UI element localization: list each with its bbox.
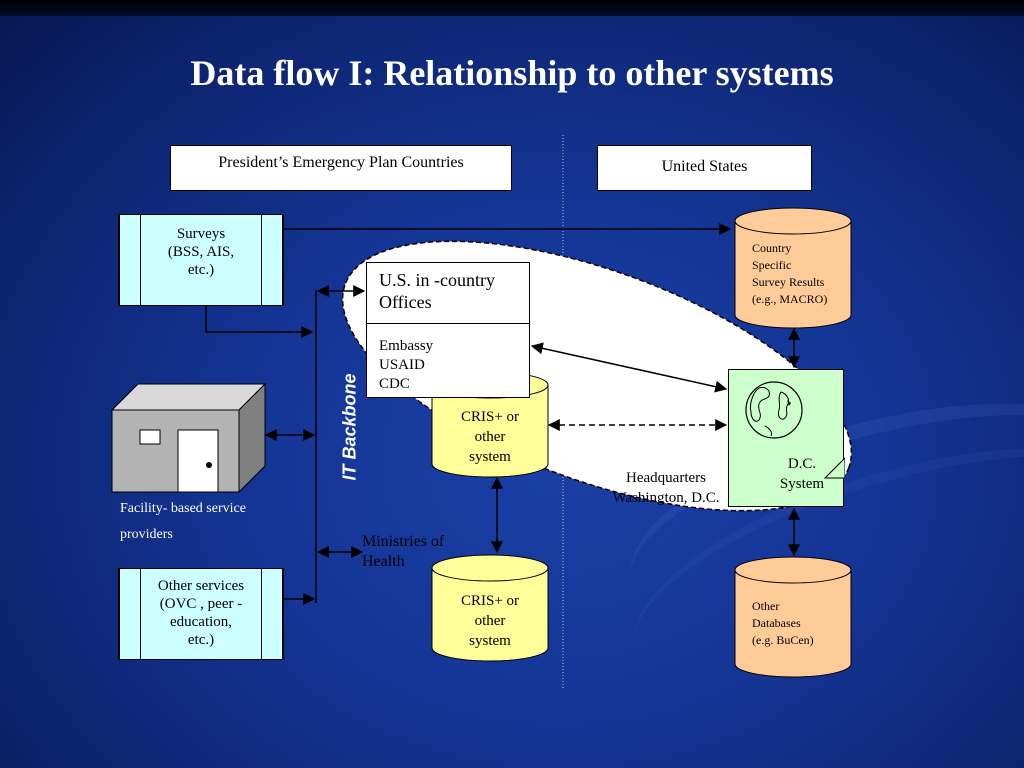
ministries-line2: Health [362, 553, 405, 570]
surveys-to-backbone [205, 306, 314, 338]
cris-bottom-line1: CRIS+ or [460, 593, 520, 609]
country-results-cylinder [734, 207, 852, 329]
surveys-line2: (BSS, AIS, [167, 244, 235, 260]
top-bar [0, 0, 1024, 16]
other-databases-line3: (e.g. BuCen) [752, 633, 814, 647]
office-embassy: Embassy [379, 338, 434, 354]
cris-top-line2: other [474, 429, 506, 445]
office-cdc: CDC [379, 376, 410, 392]
doc-bar-left [119, 569, 141, 659]
surveys-line3: etc.) [187, 262, 215, 278]
other-databases-cylinder [734, 556, 852, 678]
country-results-line3: Survey Results [752, 275, 825, 289]
other-databases-text: Other Databases (e.g. BuCen) [752, 598, 814, 649]
dc-system-line1: D.C. [787, 456, 817, 472]
country-results-line2: Specific [752, 258, 792, 272]
dc-system-label: D.C. System [769, 454, 835, 494]
headquarters-label: Headquarters Washington, D.C. [600, 468, 732, 508]
offices-title-line1: U.S. in -country [379, 270, 495, 290]
other-databases-line2: Databases [752, 616, 801, 630]
doc-bar-right [261, 569, 283, 659]
header-pepfar-countries: President’s Emergency Plan Countries [170, 145, 512, 191]
dc-system-line2: System [779, 476, 825, 492]
ministries-label: Ministries of Health [362, 532, 444, 572]
other-services-box: Other services (OVC , peer - education, … [118, 568, 284, 660]
facility-label: Facility- based service providers [120, 501, 246, 542]
slide-title: Data flow I: Relationship to other syste… [190, 53, 834, 93]
cris-top-line3: system [469, 449, 511, 465]
surveys-box: Surveys (BSS, AIS, etc.) [118, 214, 284, 306]
it-backbone-label: IT Backbone [339, 373, 360, 481]
facility-building [110, 382, 267, 494]
cris-bottom-line3: system [469, 633, 511, 649]
country-results-line4: (e.g., MACRO) [752, 292, 828, 306]
services-line1: Other services [157, 578, 245, 594]
ministries-line1: Ministries of [362, 533, 445, 550]
cris-top-text: CRIS+ or other system [432, 407, 548, 467]
country-results-line1: Country [752, 241, 792, 255]
headquarters-line2: Washington, D.C. [612, 490, 720, 506]
cris-bottom-text: CRIS+ or other system [432, 591, 548, 651]
headquarters-line1: Headquarters [626, 470, 706, 486]
services-line2: (OVC , peer - [159, 596, 243, 612]
cris-bottom-line2: other [474, 613, 506, 629]
surveys-line1: Surveys [176, 226, 226, 242]
doc-bar-right [261, 215, 283, 305]
offices-divider [367, 323, 529, 324]
header-united-states: United States [597, 145, 812, 191]
cris-bottom-cylinder [431, 554, 549, 662]
offices-to-dc [530, 342, 728, 393]
doc-bar-left [119, 215, 141, 305]
country-results-text: Country Specific Survey Results (e.g., M… [752, 240, 827, 308]
services-line4: etc.) [187, 632, 215, 648]
cris-top-line1: CRIS+ or [460, 409, 520, 425]
services-line3: education, [169, 614, 233, 630]
dc-system-box: D.C. System [728, 369, 845, 507]
other-databases-line1: Other [752, 599, 780, 613]
office-usaid: USAID [379, 357, 425, 373]
offices-title-line2: Offices [379, 292, 432, 312]
globe-icon [745, 381, 845, 479]
in-country-offices-box: U.S. in -country Offices Embassy USAID C… [366, 262, 530, 398]
